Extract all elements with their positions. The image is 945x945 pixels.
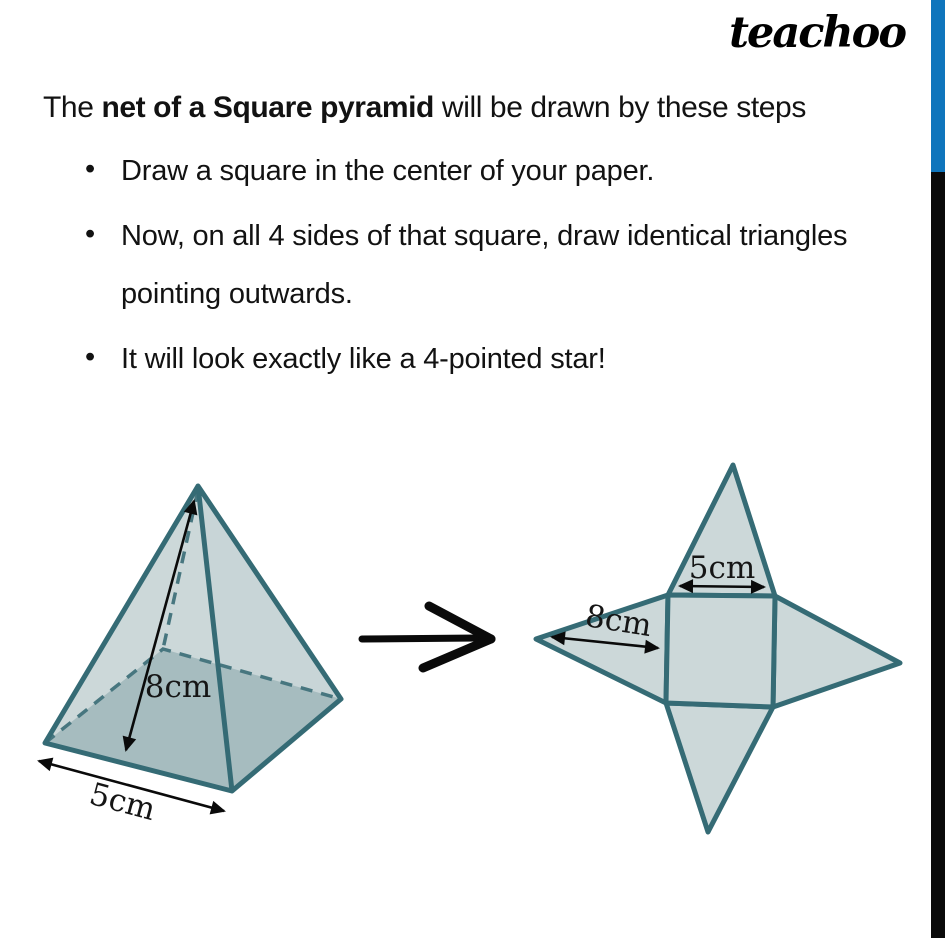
accent-stripe-black — [931, 172, 945, 938]
pyramid-net-figure: 5cm 8cm — [533, 462, 903, 835]
bullet-dot: • — [85, 218, 95, 250]
net-side-label: 5cm — [689, 550, 755, 586]
net-slant-dim-arrow — [550, 631, 660, 654]
bullet-dot: • — [85, 153, 95, 185]
step-text: Draw a square in the center of your pape… — [121, 155, 655, 187]
net-side-dim-arrow — [678, 579, 766, 594]
net-bottom-triangle — [663, 700, 776, 835]
page-title: The net of a Square pyramid will be draw… — [43, 91, 806, 125]
title-bold: net of a Square pyramid — [101, 91, 434, 124]
net-center-square — [663, 592, 778, 710]
list-item: • It will look exactly like a 4-pointed … — [85, 330, 900, 388]
right-arrow-icon — [358, 601, 496, 673]
list-item: • Now, on all 4 sides of that square, dr… — [85, 207, 900, 323]
pyramid-height-arrow — [122, 499, 198, 752]
pyramid-height-label: 8cm — [145, 669, 211, 705]
step-text: Now, on all 4 sides of that square, draw… — [121, 220, 848, 310]
pyramid-3d-figure: 8cm 5cm — [37, 483, 344, 828]
accent-stripe-blue — [931, 0, 945, 172]
list-item: • Draw a square in the center of your pa… — [85, 142, 900, 200]
teachoo-logo: teachoo — [729, 8, 907, 58]
step-text: It will look exactly like a 4-pointed st… — [121, 343, 606, 375]
title-prefix: The — [43, 91, 102, 124]
title-suffix: will be drawn by these steps — [434, 91, 806, 124]
pyramid-base-label: 5cm — [86, 776, 160, 828]
pyramid-base-dim-arrow — [37, 757, 226, 815]
net-right-triangle — [770, 593, 903, 710]
bullet-dot: • — [85, 341, 95, 373]
